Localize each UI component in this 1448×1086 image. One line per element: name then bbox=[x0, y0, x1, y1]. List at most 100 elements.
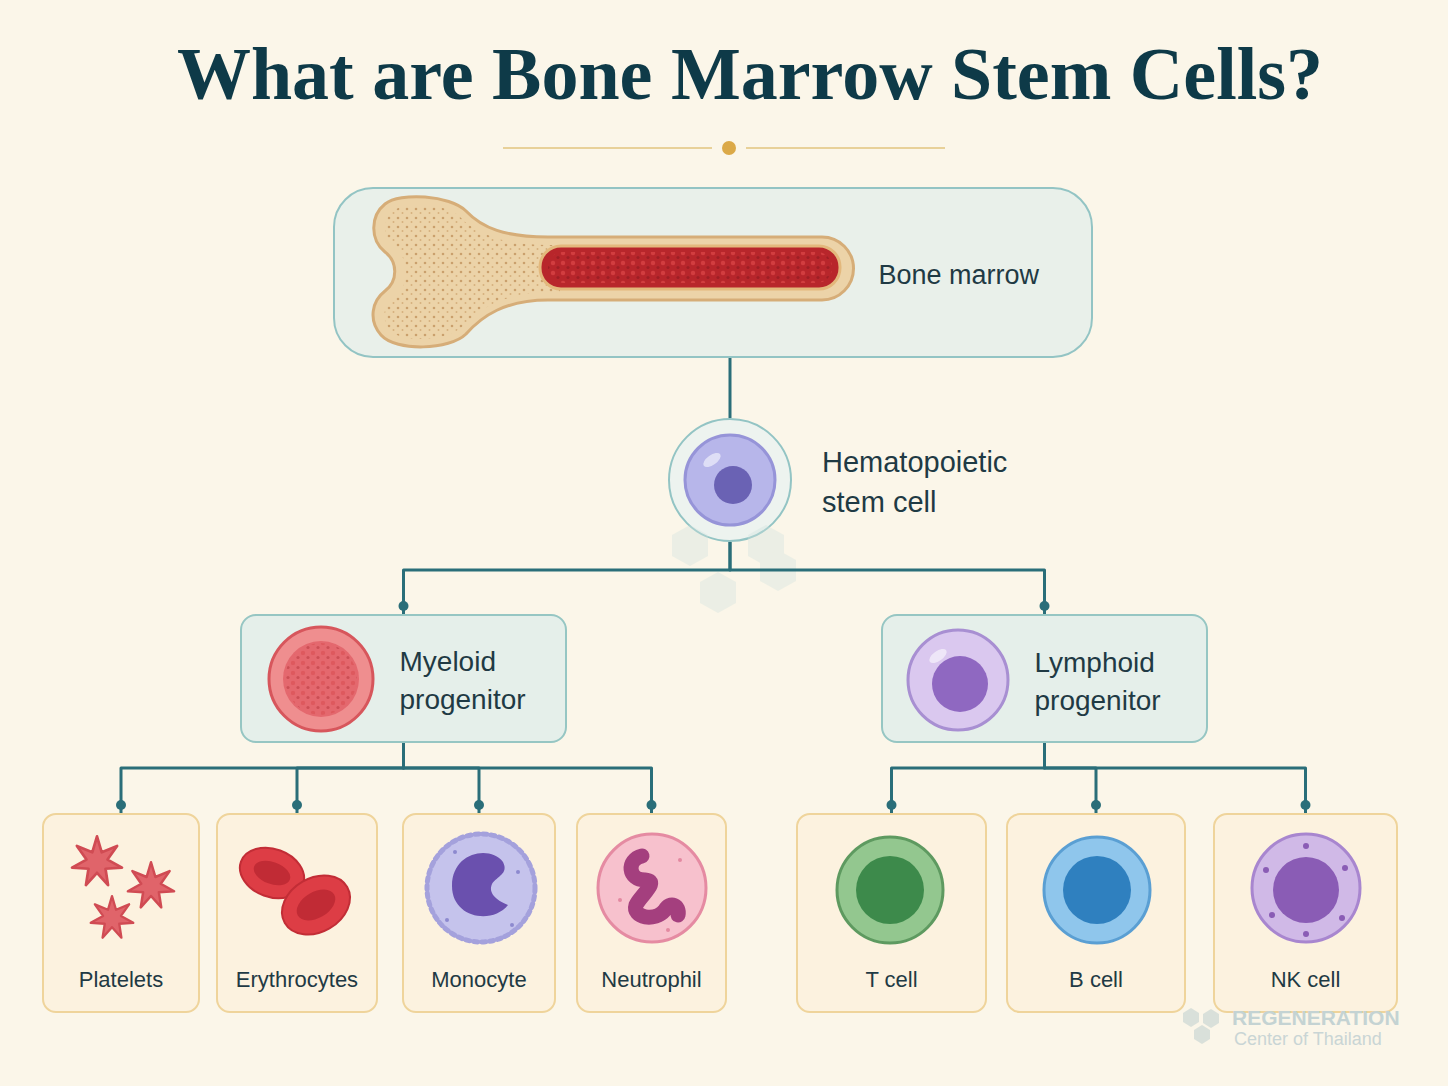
blood-cell-box: Platelets bbox=[42, 813, 200, 1013]
connector-dot bbox=[1091, 800, 1101, 810]
marrow-cavity bbox=[540, 246, 840, 289]
connector-line bbox=[730, 542, 1045, 614]
connector-dot bbox=[399, 601, 409, 611]
connector-group bbox=[399, 542, 731, 614]
connector-dot bbox=[1040, 601, 1050, 611]
watermark-text: Center of Thailand bbox=[1234, 1029, 1382, 1050]
connector-dot bbox=[887, 800, 897, 810]
connector-line bbox=[404, 743, 480, 813]
cell-texture bbox=[285, 643, 357, 715]
granule bbox=[666, 928, 670, 932]
erythrocyte-center bbox=[250, 856, 293, 890]
neutrophil-nucleus bbox=[631, 856, 678, 917]
progenitor-nucleus bbox=[283, 641, 359, 717]
node-label: Myeloid progenitor bbox=[400, 643, 560, 719]
tissue-box: Bone marrow bbox=[333, 187, 1093, 358]
granule bbox=[510, 923, 514, 927]
progenitor-box: Myeloid progenitor bbox=[240, 614, 567, 743]
node-label: T cell bbox=[796, 965, 987, 995]
connector-line bbox=[297, 743, 404, 813]
progenitor-cell bbox=[269, 627, 373, 731]
progenitor-cell bbox=[908, 630, 1008, 730]
cell-highlight bbox=[701, 450, 723, 470]
blood-cell-box: Neutrophil bbox=[576, 813, 727, 1013]
node-label: Neutrophil bbox=[576, 965, 727, 995]
granule bbox=[618, 898, 622, 902]
granule bbox=[1269, 912, 1275, 918]
hex-mark bbox=[748, 525, 784, 566]
connector-dot bbox=[647, 800, 657, 810]
node-label: B cell bbox=[1006, 965, 1186, 995]
connector-dot bbox=[116, 800, 126, 810]
divider-dot bbox=[722, 141, 736, 155]
connector-group bbox=[730, 542, 1050, 614]
connector-group bbox=[404, 743, 657, 813]
divider-line bbox=[503, 147, 712, 149]
spongy-bone bbox=[384, 205, 560, 339]
node-label: Lymphoid progenitor bbox=[1035, 644, 1195, 720]
nk-cell-symbol bbox=[1252, 834, 1360, 942]
stem-cell-circle: Hematopoietic stem cell bbox=[668, 418, 792, 542]
connector-group bbox=[1045, 743, 1102, 813]
stem-cell-nucleus bbox=[714, 466, 752, 504]
nk-cell-nucleus bbox=[1273, 857, 1339, 923]
logo-hex bbox=[1183, 1008, 1199, 1027]
progenitor-nucleus bbox=[932, 656, 988, 712]
connector-group bbox=[1045, 743, 1311, 813]
logo-hex bbox=[1203, 1009, 1219, 1028]
connector-group bbox=[404, 743, 485, 813]
connector-group bbox=[116, 743, 404, 813]
granule bbox=[1342, 865, 1348, 871]
connector-dot bbox=[1301, 800, 1311, 810]
connector-group bbox=[730, 358, 731, 418]
progenitor-box: Lymphoid progenitor bbox=[881, 614, 1208, 743]
blood-cell-box: NK cell bbox=[1213, 813, 1398, 1013]
watermark-text: REGENERATION bbox=[1232, 1006, 1400, 1030]
monocyte-nucleus bbox=[452, 853, 508, 916]
monocyte-symbol bbox=[427, 834, 535, 942]
erythrocyte-symbol bbox=[271, 864, 360, 947]
connector-line bbox=[121, 743, 404, 813]
bone-illustration bbox=[373, 197, 853, 347]
marrow-texture bbox=[548, 252, 832, 283]
granule bbox=[1303, 843, 1309, 849]
cell-highlight bbox=[927, 646, 949, 666]
granule bbox=[445, 918, 449, 922]
connector-dot bbox=[292, 800, 302, 810]
node-label: Platelets bbox=[42, 965, 200, 995]
hex-watermark bbox=[672, 525, 796, 613]
platelet-symbol bbox=[128, 862, 174, 907]
connector-dot bbox=[474, 800, 484, 810]
erythrocyte-symbol bbox=[233, 839, 311, 907]
stem-cell-body bbox=[685, 435, 775, 525]
t-cell-nucleus bbox=[856, 856, 924, 924]
connector-group bbox=[887, 743, 1045, 813]
blood-cell-box: B cell bbox=[1006, 813, 1186, 1013]
connector-line bbox=[892, 743, 1045, 813]
platelet-symbol bbox=[72, 836, 122, 885]
t-cell-symbol bbox=[837, 837, 943, 943]
connector-line bbox=[1045, 743, 1306, 813]
b-cell-nucleus bbox=[1063, 856, 1131, 924]
hex-mark bbox=[672, 525, 708, 566]
granule bbox=[678, 858, 682, 862]
granule bbox=[1339, 915, 1345, 921]
node-label: Bone marrow bbox=[879, 255, 1079, 295]
blood-cell-box: Monocyte bbox=[402, 813, 556, 1013]
connector-line bbox=[404, 542, 731, 614]
node-label: NK cell bbox=[1213, 965, 1398, 995]
blood-cell-box: Erythrocytes bbox=[216, 813, 378, 1013]
watermark-logo bbox=[1183, 1008, 1219, 1044]
logo-hex bbox=[1194, 1025, 1210, 1044]
granule bbox=[1263, 867, 1269, 873]
blood-cell-box: T cell bbox=[796, 813, 987, 1013]
node-label: Monocyte bbox=[402, 965, 556, 995]
title: What are Bone Marrow Stem Cells? bbox=[50, 34, 1448, 115]
divider-line bbox=[746, 147, 945, 149]
connector-line bbox=[1045, 743, 1097, 813]
connector-group bbox=[292, 743, 404, 813]
erythrocyte-center bbox=[291, 883, 340, 927]
granule bbox=[1303, 931, 1309, 937]
platelet-symbol bbox=[91, 896, 134, 938]
hex-mark bbox=[760, 550, 796, 591]
